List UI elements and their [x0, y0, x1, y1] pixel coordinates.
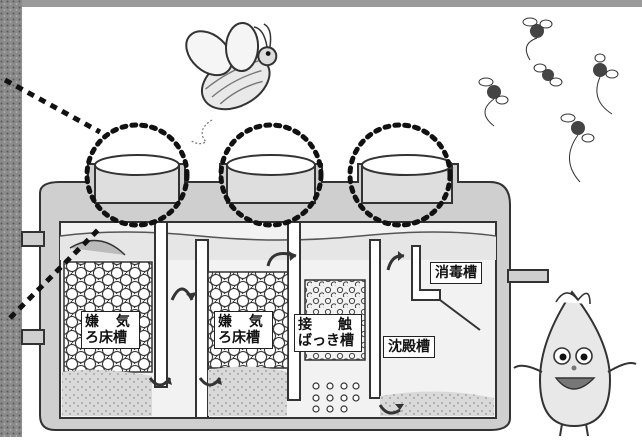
label-contact-aeration: 接 触 ばっき槽 — [294, 314, 362, 352]
beetle-trail — [190, 120, 212, 144]
label-anaerobic-filter-1: 嫌 気 ろ床槽 — [81, 311, 140, 349]
label-contact-aeration-line1: 接 触 — [298, 317, 358, 333]
beetle-icon — [172, 0, 295, 120]
sludge-2 — [208, 366, 287, 416]
label-anaerobic-filter-2-line1: 嫌 気 — [218, 314, 269, 330]
manhole-2 — [227, 155, 315, 203]
label-sedimentation: 沈殿槽 — [383, 336, 435, 358]
stone-wall — [0, 0, 22, 437]
label-anaerobic-filter-2: 嫌 気 ろ床槽 — [214, 311, 273, 349]
label-anaerobic-filter-1-line1: 嫌 気 — [85, 314, 136, 330]
fly-icon — [593, 54, 618, 114]
top-band — [22, 0, 642, 7]
manhole-1 — [95, 155, 179, 203]
fly-icon — [534, 64, 562, 86]
sludge-1 — [62, 370, 152, 416]
label-anaerobic-filter-1-line2: ろ床槽 — [85, 330, 136, 346]
label-anaerobic-filter-2-line2: ろ床槽 — [218, 330, 269, 346]
water-drop-mascot-icon — [514, 292, 636, 436]
manhole-3 — [362, 155, 452, 203]
label-disinfection: 消毒槽 — [430, 262, 482, 284]
fly-icon — [523, 18, 552, 60]
fly-icon — [479, 78, 508, 126]
fly-icon — [561, 114, 594, 182]
label-contact-aeration-line2: ばっき槽 — [298, 333, 358, 349]
